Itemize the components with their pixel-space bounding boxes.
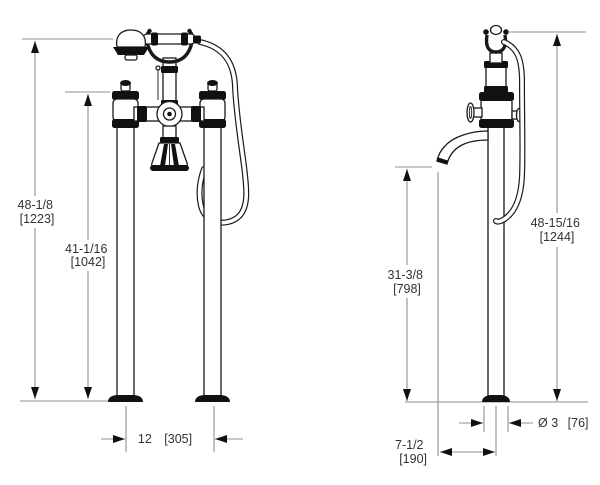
side-handle xyxy=(466,102,475,123)
dim-spout-height: 31-3/8 [798] xyxy=(388,166,432,401)
side-hand-shower xyxy=(483,24,509,54)
dim-front-overall-height: 48-1/8 [1223] xyxy=(18,38,113,399)
dim-label: 48-15/16 [1244] xyxy=(531,216,584,244)
dim-label: Ø 3 [76] xyxy=(538,416,589,430)
riser-column-center xyxy=(155,57,178,109)
dim-label: 7-1/2 [190] xyxy=(395,438,427,466)
left-riser-base xyxy=(108,395,143,402)
left-riser xyxy=(116,125,135,397)
side-upper-column xyxy=(484,52,508,94)
side-valve-body xyxy=(466,92,523,128)
dim-base-diameter: Ø 3 [76] xyxy=(459,406,589,432)
diverter-rod-knob xyxy=(155,65,161,71)
hose-connector xyxy=(193,35,201,44)
dimension-annotations: 48-1/8 [1223] 41-1/16 [1042] 12 [305] xyxy=(18,31,589,466)
side-tub-spout xyxy=(436,130,489,165)
dim-label: 48-1/8 [1223] xyxy=(18,198,57,226)
hand-shower-hose xyxy=(196,39,250,226)
side-view xyxy=(436,24,526,402)
right-riser xyxy=(203,125,222,397)
hand-shower xyxy=(113,29,201,61)
dim-riser-spacing: 12 [305] xyxy=(101,406,243,452)
right-valve xyxy=(199,80,226,128)
front-view xyxy=(108,28,250,402)
side-column-base xyxy=(482,395,510,402)
dim-spout-reach: 7-1/2 [190] xyxy=(395,172,497,466)
side-hand-shower-hose xyxy=(493,39,526,225)
diverter-body xyxy=(156,100,183,128)
side-riser-column xyxy=(487,125,505,397)
dim-side-overall-height: 48-15/16 [1244] xyxy=(508,31,586,401)
dim-front-riser-height: 41-1/16 [1042] xyxy=(65,91,111,399)
dim-label: 41-1/16 [1042] xyxy=(65,242,111,269)
right-riser-base xyxy=(195,395,230,402)
dim-label: 31-3/8 [798] xyxy=(388,268,427,296)
tub-spout xyxy=(150,125,189,171)
hand-shower-head xyxy=(115,29,147,48)
dim-label: 12 [305] xyxy=(138,432,192,446)
